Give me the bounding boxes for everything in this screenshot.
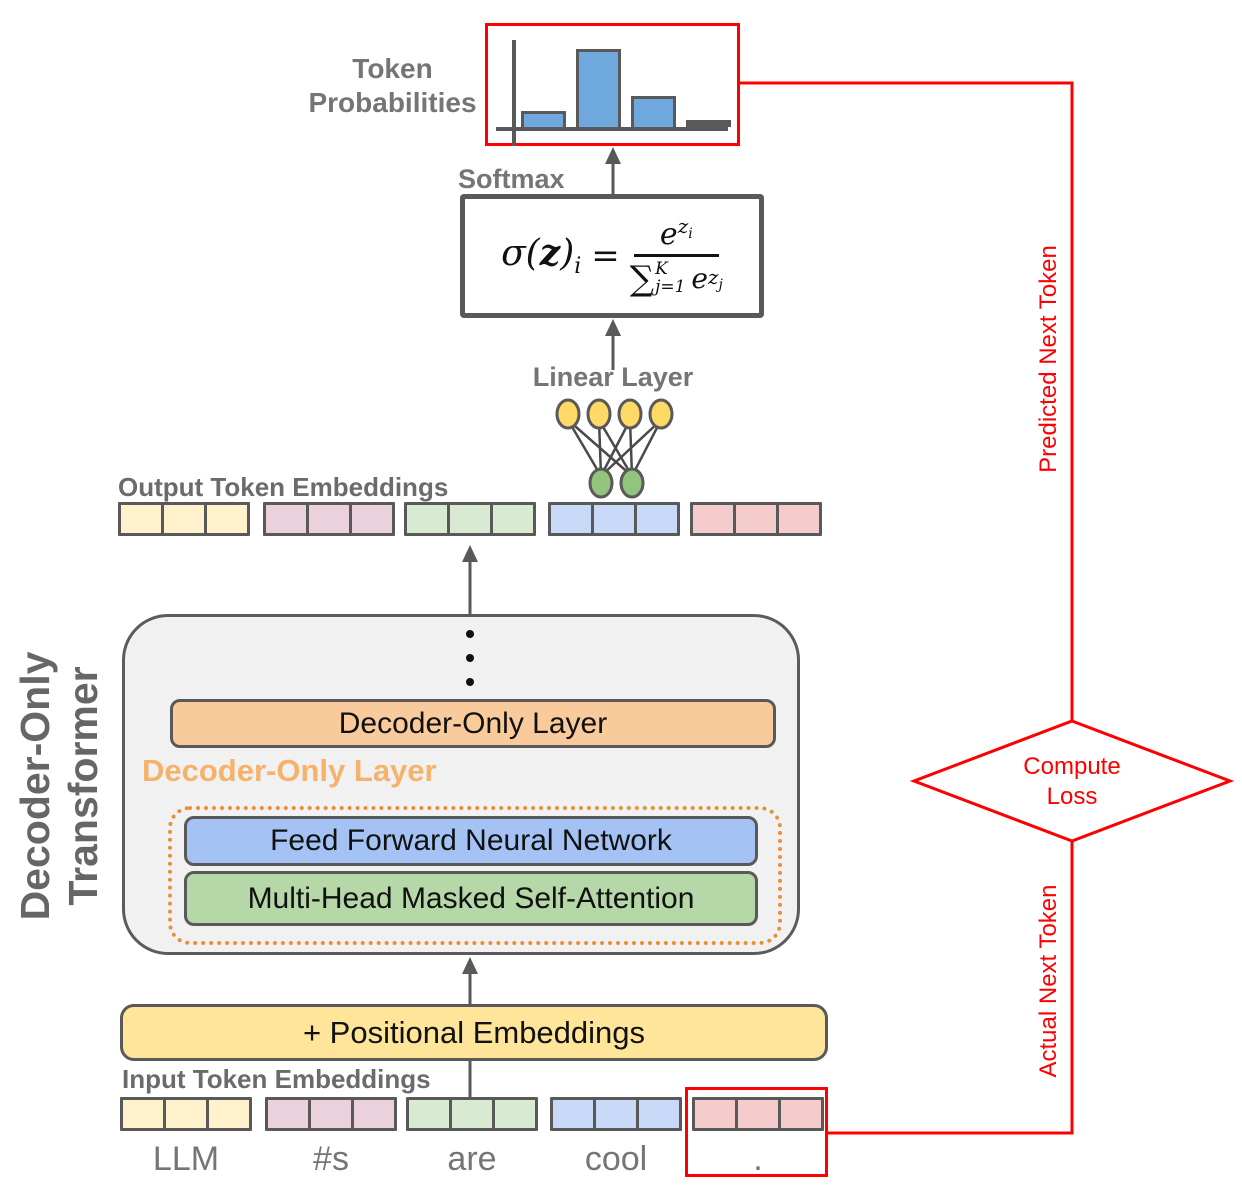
token-prob-bars [488,26,737,146]
embedding-cell [634,505,677,533]
ellipsis-dot [466,654,474,662]
token-prob-bar [631,96,676,127]
embedding-cell [636,1100,679,1128]
output-embeddings-label: Output Token Embeddings [118,472,449,502]
input-embeddings-label: Input Token Embeddings [122,1064,431,1094]
embedding-cell [409,1100,449,1128]
linear-layer-output-nodes [588,467,645,499]
token-label-cool: cool [584,1140,648,1178]
token-probabilities-label: Token Probabilities [308,53,477,118]
formula-z: z [539,232,561,275]
token-probabilities-chart-frame [485,23,740,146]
compute-loss-label: Compute Loss [1002,752,1142,810]
embedding-cell [308,1100,351,1128]
embedding-cell [351,1100,394,1128]
masked-self-attention-box: Multi-Head Masked Self-Attention [184,871,758,926]
embedding-cell [591,505,634,533]
input-embedding-plum [265,1097,397,1131]
output-embedding-row [118,502,828,536]
feed-forward-box: Feed Forward Neural Network [184,816,758,866]
compute-loss-line1: Compute [1023,753,1121,780]
formula-sub-i: i [574,254,582,280]
linear-layer-input-nodes [555,398,674,430]
ellipsis-dot [466,630,474,638]
embedding-cell [735,1100,778,1128]
chart-y-axis [512,40,516,146]
embedding-cell [306,505,349,533]
embedding-cell [553,1100,593,1128]
token-prob-bar [576,49,621,127]
embedding-cell [447,505,490,533]
token-label-period: . [753,1140,763,1178]
embedding-cell [693,505,733,533]
embedding-cell [776,505,819,533]
chart-x-axis [496,127,728,131]
predicted-next-token-label: Predicted Next Token [1035,245,1062,473]
linear-layer-label: Linear Layer [532,362,694,392]
compute-loss-diamond [909,719,1235,843]
output-embedding-blue [548,502,680,536]
linear-layer-network [555,398,674,499]
embedding-cell [490,505,533,533]
actual-next-token-label: Actual Next Token [1035,884,1062,1078]
embedding-cell [121,505,161,533]
formula-equals: = [591,236,620,276]
formula-den-j: j [718,276,723,293]
token-words-row: LLM #s are cool . [120,1140,830,1180]
embedding-cell [268,1100,308,1128]
input-embedding-red [692,1097,824,1131]
decoder-transformer-side-label: Decoder-Only Transformer [12,651,106,921]
formula-paren: ) [560,233,575,275]
formula-num-z: z [677,213,689,238]
red-flow-lines [740,81,1235,1135]
output-embedding-yellow [118,502,250,536]
token-label-hash: #s [313,1140,349,1178]
embedding-cell [161,505,204,533]
softmax-label: Softmax [458,164,565,194]
actual-next-token-frame [685,1087,828,1177]
embedding-cell [349,505,392,533]
embedding-cell [266,505,306,533]
decoder-layer-dotted-group [168,806,782,945]
output-embedding-green [404,502,536,536]
embedding-cell [551,505,591,533]
formula-sigma: σ( [501,233,540,275]
formula-sum: ∑ [629,258,655,299]
embedding-cell [593,1100,636,1128]
embedding-cell [449,1100,492,1128]
formula-num-e: e [659,216,678,252]
token-prob-bar [521,111,566,127]
embedding-cell [163,1100,206,1128]
input-embedding-yellow [120,1097,252,1131]
formula-sum-K: K [655,258,668,279]
formula-num-i: i [688,225,693,242]
token-prob-bar [686,120,731,127]
embedding-cell [492,1100,535,1128]
formula-den-z: z [707,264,719,289]
positional-embeddings-box: + Positional Embeddings [120,1004,828,1061]
embedding-cell [204,505,247,533]
embedding-cell [123,1100,163,1128]
token-label-are: are [447,1140,497,1178]
embedding-cell [206,1100,249,1128]
decoder-only-layer-box: Decoder-Only Layer [170,699,776,748]
input-embedding-green [406,1097,538,1131]
embedding-cell [407,505,447,533]
output-embedding-red [690,502,822,536]
token-label-llm: LLM [152,1140,220,1178]
formula-den-e: e [691,262,708,295]
input-embedding-row [120,1097,830,1131]
embedding-cell [733,505,776,533]
output-embedding-plum [263,502,395,536]
decoder-only-layer-callout: Decoder-Only Layer [142,753,437,788]
compute-loss-line2: Loss [1046,783,1098,810]
input-embedding-blue [550,1097,682,1131]
embedding-cell [778,1100,821,1128]
ellipsis-dot [466,678,474,686]
formula-sum-j1: j=1 [655,276,686,297]
